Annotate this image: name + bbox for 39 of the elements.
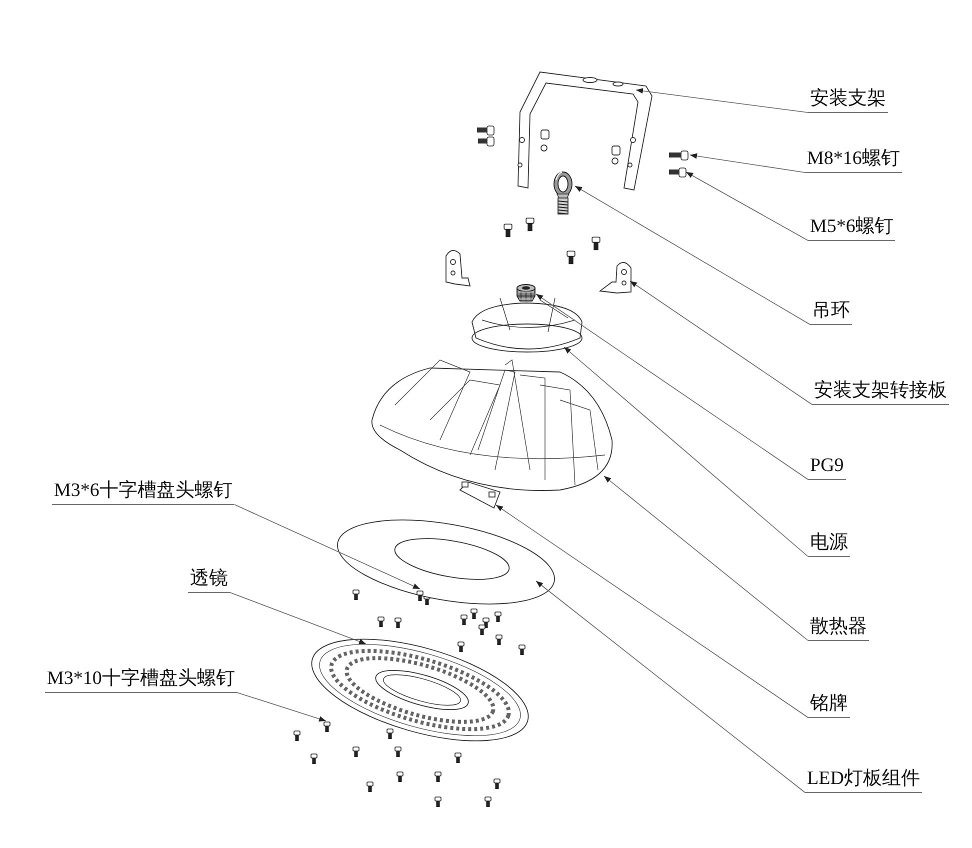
part-label: 吊环 [810, 300, 852, 325]
screw-drawing [416, 590, 424, 601]
mounting-bracket-drawing [518, 72, 652, 191]
leader-line [234, 504, 420, 590]
part-label: 安装支架 [808, 88, 888, 113]
eye-bolt-drawing [554, 171, 572, 214]
part-label: PG9 [808, 455, 846, 480]
leader-line [230, 592, 366, 644]
part-label: 透镜 [188, 568, 230, 593]
leader-line [574, 186, 810, 325]
heatsink-drawing [371, 360, 613, 491]
leader-line [636, 88, 808, 113]
leader-line [564, 346, 808, 557]
part-label: 铭牌 [808, 693, 850, 718]
screw-drawing [669, 168, 686, 178]
part-label: M3*6十字槽盘头螺钉 [52, 480, 234, 505]
leader-line [686, 172, 808, 241]
screw-drawing [324, 722, 330, 732]
leader-line [496, 504, 808, 718]
leader-line [690, 153, 806, 173]
leader-line [536, 294, 808, 480]
part-label: 电源 [808, 532, 850, 557]
cable-gland-drawing [516, 284, 536, 302]
leader-line [630, 280, 812, 405]
part-label: 安装支架转接板 [812, 380, 949, 405]
part-label: M8*16螺钉 [805, 148, 902, 173]
part-label: M3*10十字槽盘头螺钉 [45, 668, 237, 693]
bracket-plate-drawing [600, 262, 632, 294]
leader-line [604, 476, 808, 641]
driver-housing-drawing [472, 298, 582, 352]
part-label: 散热器 [808, 616, 869, 641]
screw-drawing [669, 150, 688, 160]
leader-line [236, 692, 326, 722]
part-label: M5*6螺钉 [808, 216, 896, 241]
ring-plate-drawing [337, 520, 555, 604]
nameplate-drawing [459, 481, 501, 509]
leader-line [536, 580, 806, 793]
part-label: LED灯板组件 [805, 768, 922, 793]
lens-drawing [311, 638, 529, 742]
